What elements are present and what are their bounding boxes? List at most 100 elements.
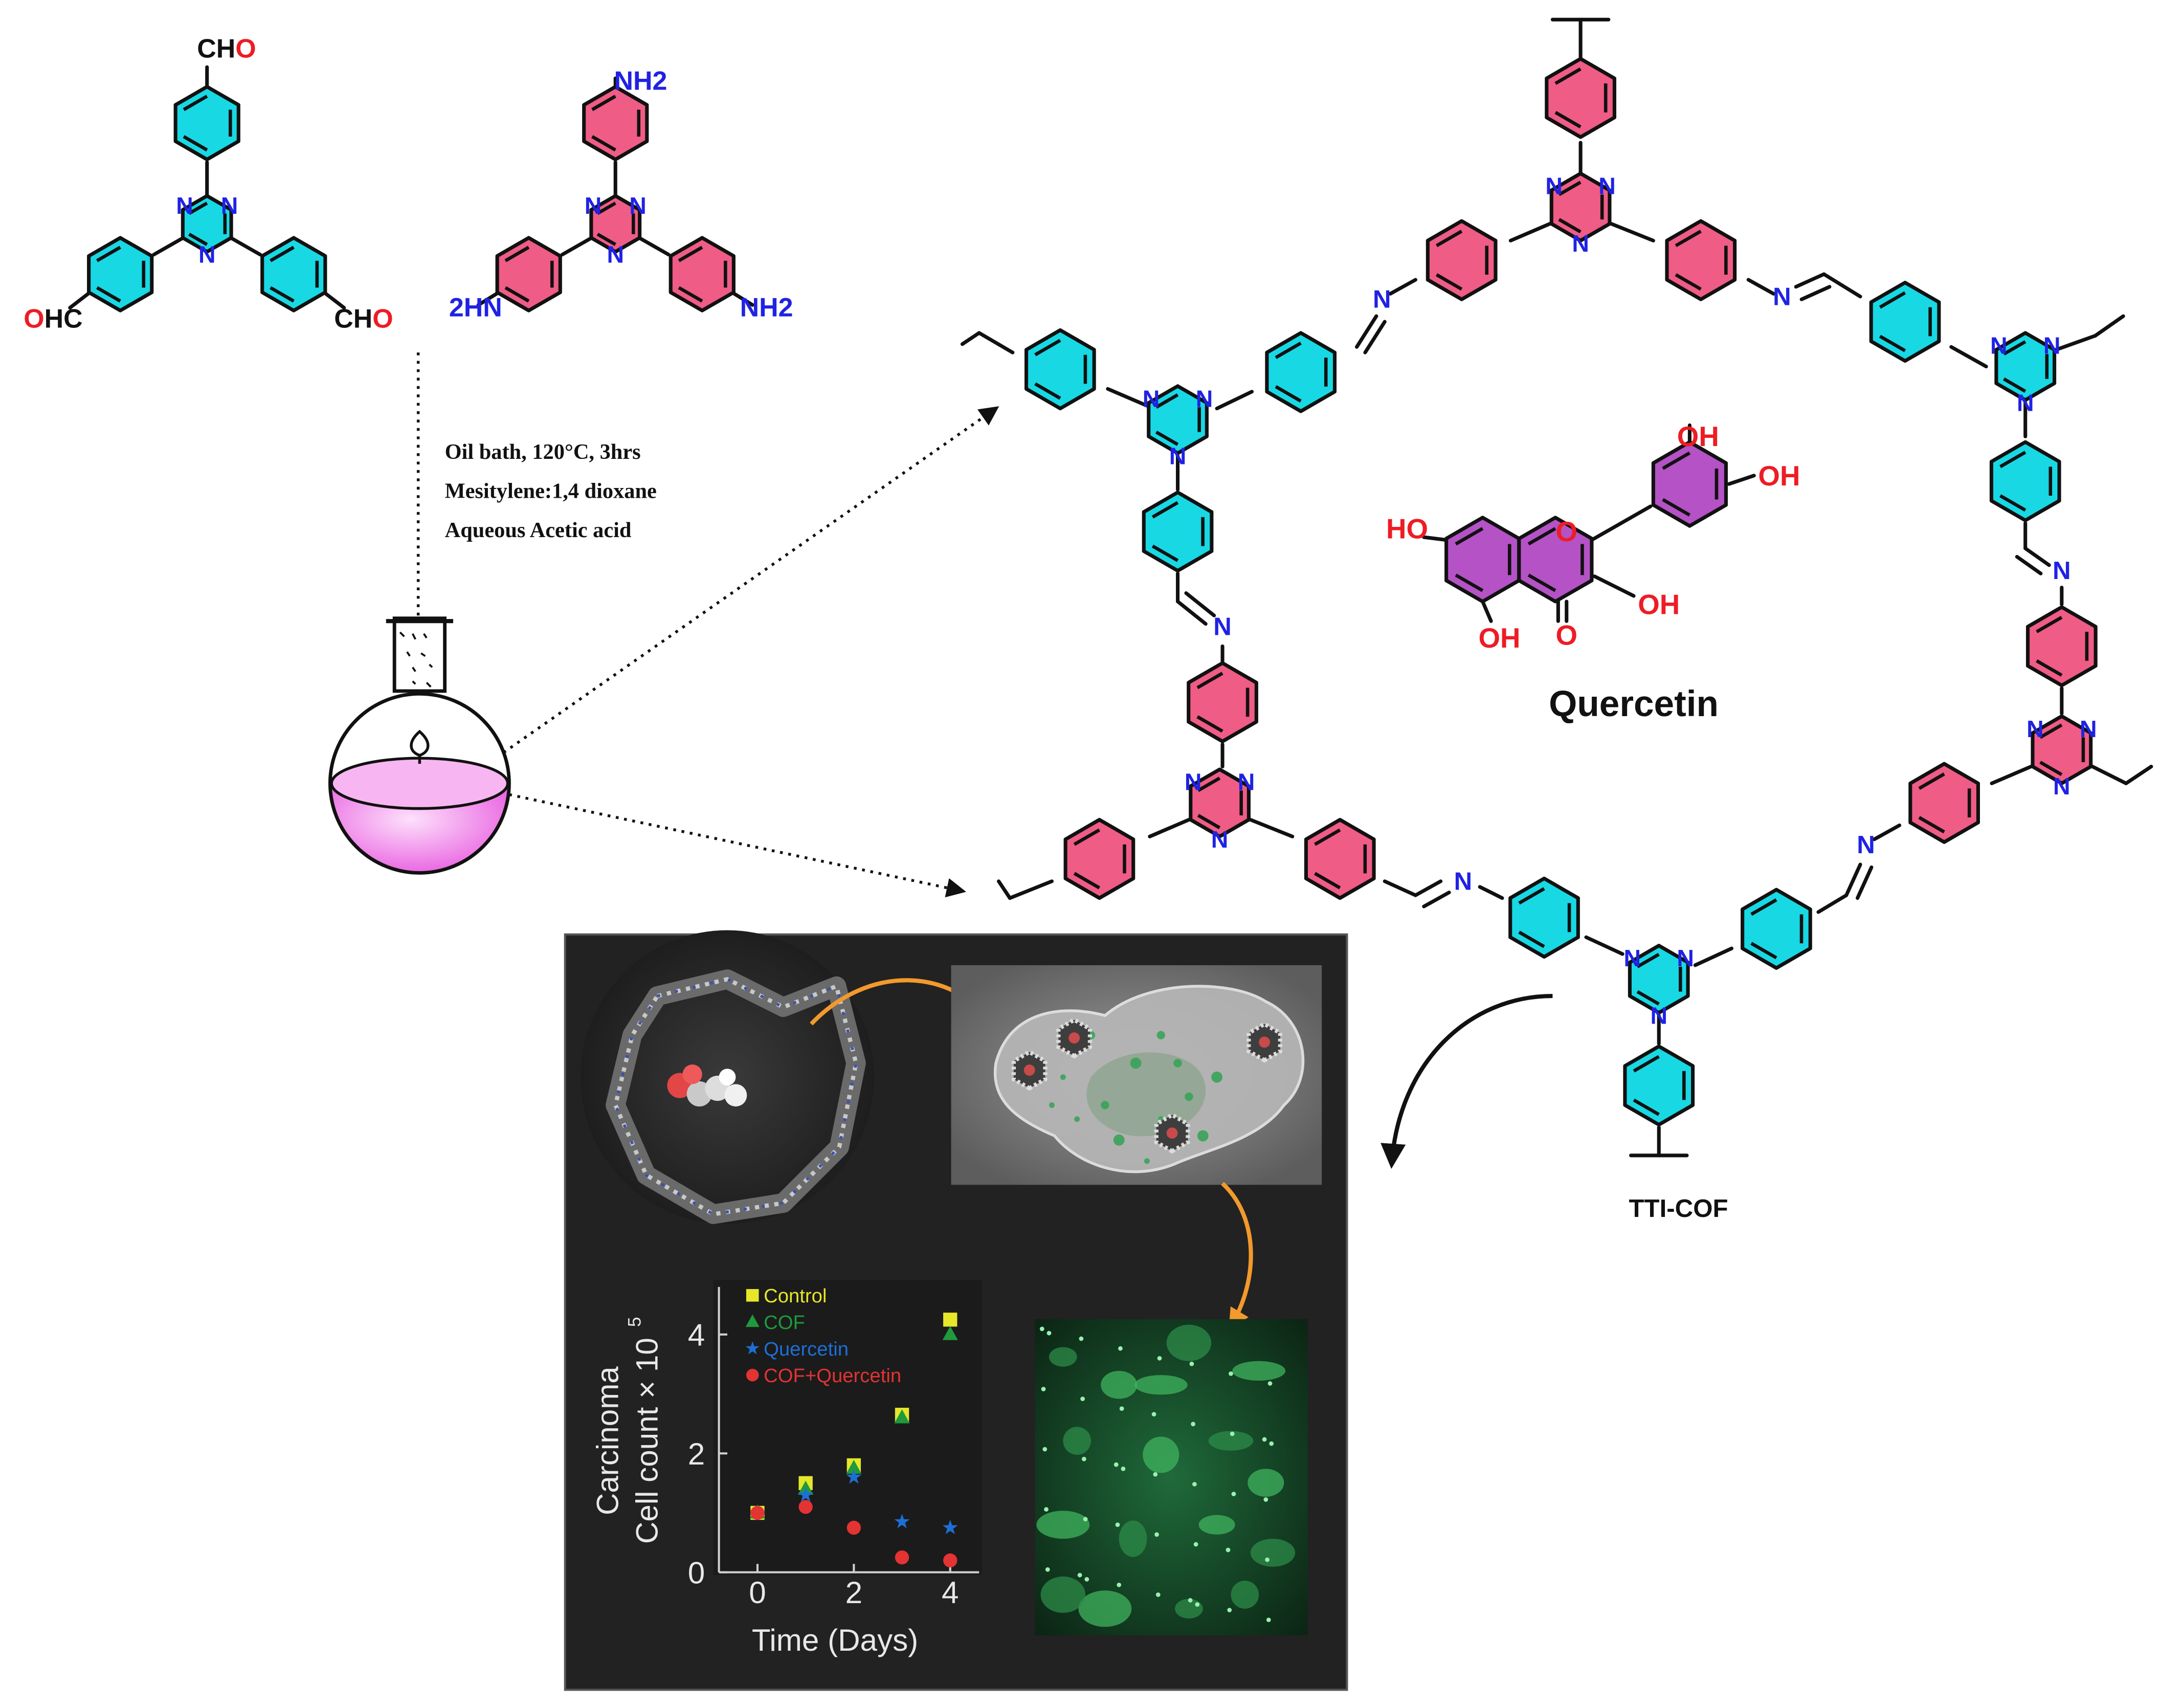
fluorescent-speck	[1080, 1396, 1085, 1402]
aldehyde-right-label: CHO	[334, 304, 393, 334]
quercetin-oh-3prime-label: OH	[1677, 420, 1719, 452]
bond	[1481, 600, 1493, 623]
data-point-cof-quercetin	[943, 1553, 958, 1568]
triazine-nitrogen-label: N	[1990, 332, 2008, 359]
fluorescent-cell	[1049, 1347, 1077, 1367]
ring-layer	[87, 57, 2098, 1127]
fluorescent-cell	[1231, 1581, 1259, 1609]
triazine-nitrogen-label: N	[176, 192, 193, 219]
ring-double-bond	[1527, 573, 1556, 592]
fluorescent-speck	[1117, 1582, 1122, 1587]
bond	[1609, 222, 1655, 242]
cof-pore-model	[580, 930, 875, 1224]
bond	[1799, 285, 1832, 301]
bond	[1383, 879, 1417, 897]
bond	[1856, 865, 1874, 900]
ring-double-bond	[1151, 544, 1179, 562]
data-point-cof	[894, 1409, 910, 1424]
quercetin-oh-4prime-label: OH	[1758, 460, 1800, 492]
fluorescent-speck	[1114, 1462, 1119, 1467]
legend-marker	[745, 1314, 760, 1327]
bond	[2054, 334, 2098, 352]
quercetin-label: Quercetin	[1549, 684, 1719, 724]
ring-double-bond	[183, 135, 208, 152]
bond	[1794, 272, 1826, 289]
green-vesicle	[1156, 1031, 1165, 1039]
triazine-nitrogen-label: N	[1598, 173, 1616, 199]
fluorescent-speck	[1230, 1431, 1235, 1436]
x-tick-label: 4	[942, 1576, 959, 1610]
ring-double-bond	[1275, 341, 1302, 359]
amine-top-label: NH2	[614, 66, 667, 96]
ring-double-bond	[1518, 887, 1545, 905]
quercetin-ring-o-label: O	[1555, 516, 1577, 547]
ring-double-bond	[270, 286, 295, 303]
fluorescent-speck	[1047, 1330, 1052, 1336]
bond	[1148, 817, 1191, 838]
green-vesicle	[1113, 1134, 1125, 1146]
y-tick-label: 2	[688, 1437, 705, 1471]
condition-line-3: Aqueous Acetic acid	[445, 518, 632, 542]
ring-double-bond	[1675, 273, 1702, 291]
bond	[1590, 504, 1653, 542]
fluorescent-speck	[1189, 1361, 1194, 1366]
legend-label: COF+Quercetin	[764, 1365, 901, 1387]
triazine-nitrogen-label: N	[1677, 945, 1694, 971]
data-point-cof-quercetin	[798, 1500, 813, 1514]
fluorescent-speck	[1263, 1497, 1268, 1502]
fluorescent-speck	[1121, 1466, 1126, 1471]
fluorescent-speck	[1227, 1608, 1232, 1612]
bond	[2093, 314, 2125, 338]
ring-double-bond	[678, 286, 703, 303]
curved-arrow	[1381, 993, 1553, 1169]
ring-double-bond	[1197, 777, 1221, 792]
fluorescent-cell	[1250, 1539, 1296, 1567]
y-axis-label-line1: Carcinoma	[591, 1366, 625, 1515]
ring-double-bond	[1999, 451, 2027, 469]
fluorescent-speck	[1262, 1437, 1267, 1442]
condition-line-2: Mesitylene:1,4 dioxane	[445, 479, 657, 503]
ring-double-bond	[596, 232, 616, 246]
bond	[2124, 765, 2153, 785]
bond	[324, 292, 346, 310]
fluorescent-speck	[1226, 1547, 1231, 1552]
bond	[1413, 879, 1443, 897]
legend-label: COF	[764, 1312, 805, 1334]
ring-double-bond	[1435, 230, 1463, 248]
data-point-quercetin	[846, 1469, 862, 1484]
data-point-cof-quercetin	[847, 1520, 861, 1535]
fluorescent-speck	[1192, 1482, 1197, 1487]
ring-double-bond	[1918, 816, 1945, 834]
bond	[637, 236, 671, 257]
bond	[1816, 893, 1849, 914]
x-axis-label: Time (Days)	[752, 1623, 918, 1657]
ring-double-bond	[1636, 990, 1660, 1006]
fluorescent-speck	[1265, 1557, 1270, 1562]
green-vesicle	[1101, 1101, 1109, 1110]
green-vesicle	[1197, 1130, 1209, 1142]
bond	[1844, 862, 1862, 897]
imine-nitrogen-label: N	[1857, 831, 1875, 859]
y-axis-label-line2: Cell count × 10	[630, 1338, 664, 1544]
amine-right-label: NH2	[740, 293, 793, 323]
fluorescent-speck	[1269, 1441, 1274, 1446]
ring-double-bond	[591, 135, 616, 152]
ring-double-bond	[1554, 67, 1582, 85]
triazine-nitrogen-label: N	[1185, 769, 1202, 795]
ring-double-bond	[2003, 340, 2027, 356]
ring-double-bond	[1633, 1055, 1660, 1073]
ring-double-bond	[1558, 218, 1582, 234]
bond	[1478, 885, 1504, 900]
fluorescent-speck	[1157, 1356, 1162, 1361]
ring-double-bond	[1750, 898, 1777, 916]
legend-marker	[746, 1289, 759, 1302]
ring-double-bond	[1275, 385, 1302, 403]
ring-double-bond	[96, 286, 121, 303]
green-vesicle	[1185, 1092, 1193, 1101]
ring-double-bond	[1554, 110, 1582, 128]
green-vesicle	[1144, 1158, 1150, 1164]
bond	[1990, 765, 2033, 785]
